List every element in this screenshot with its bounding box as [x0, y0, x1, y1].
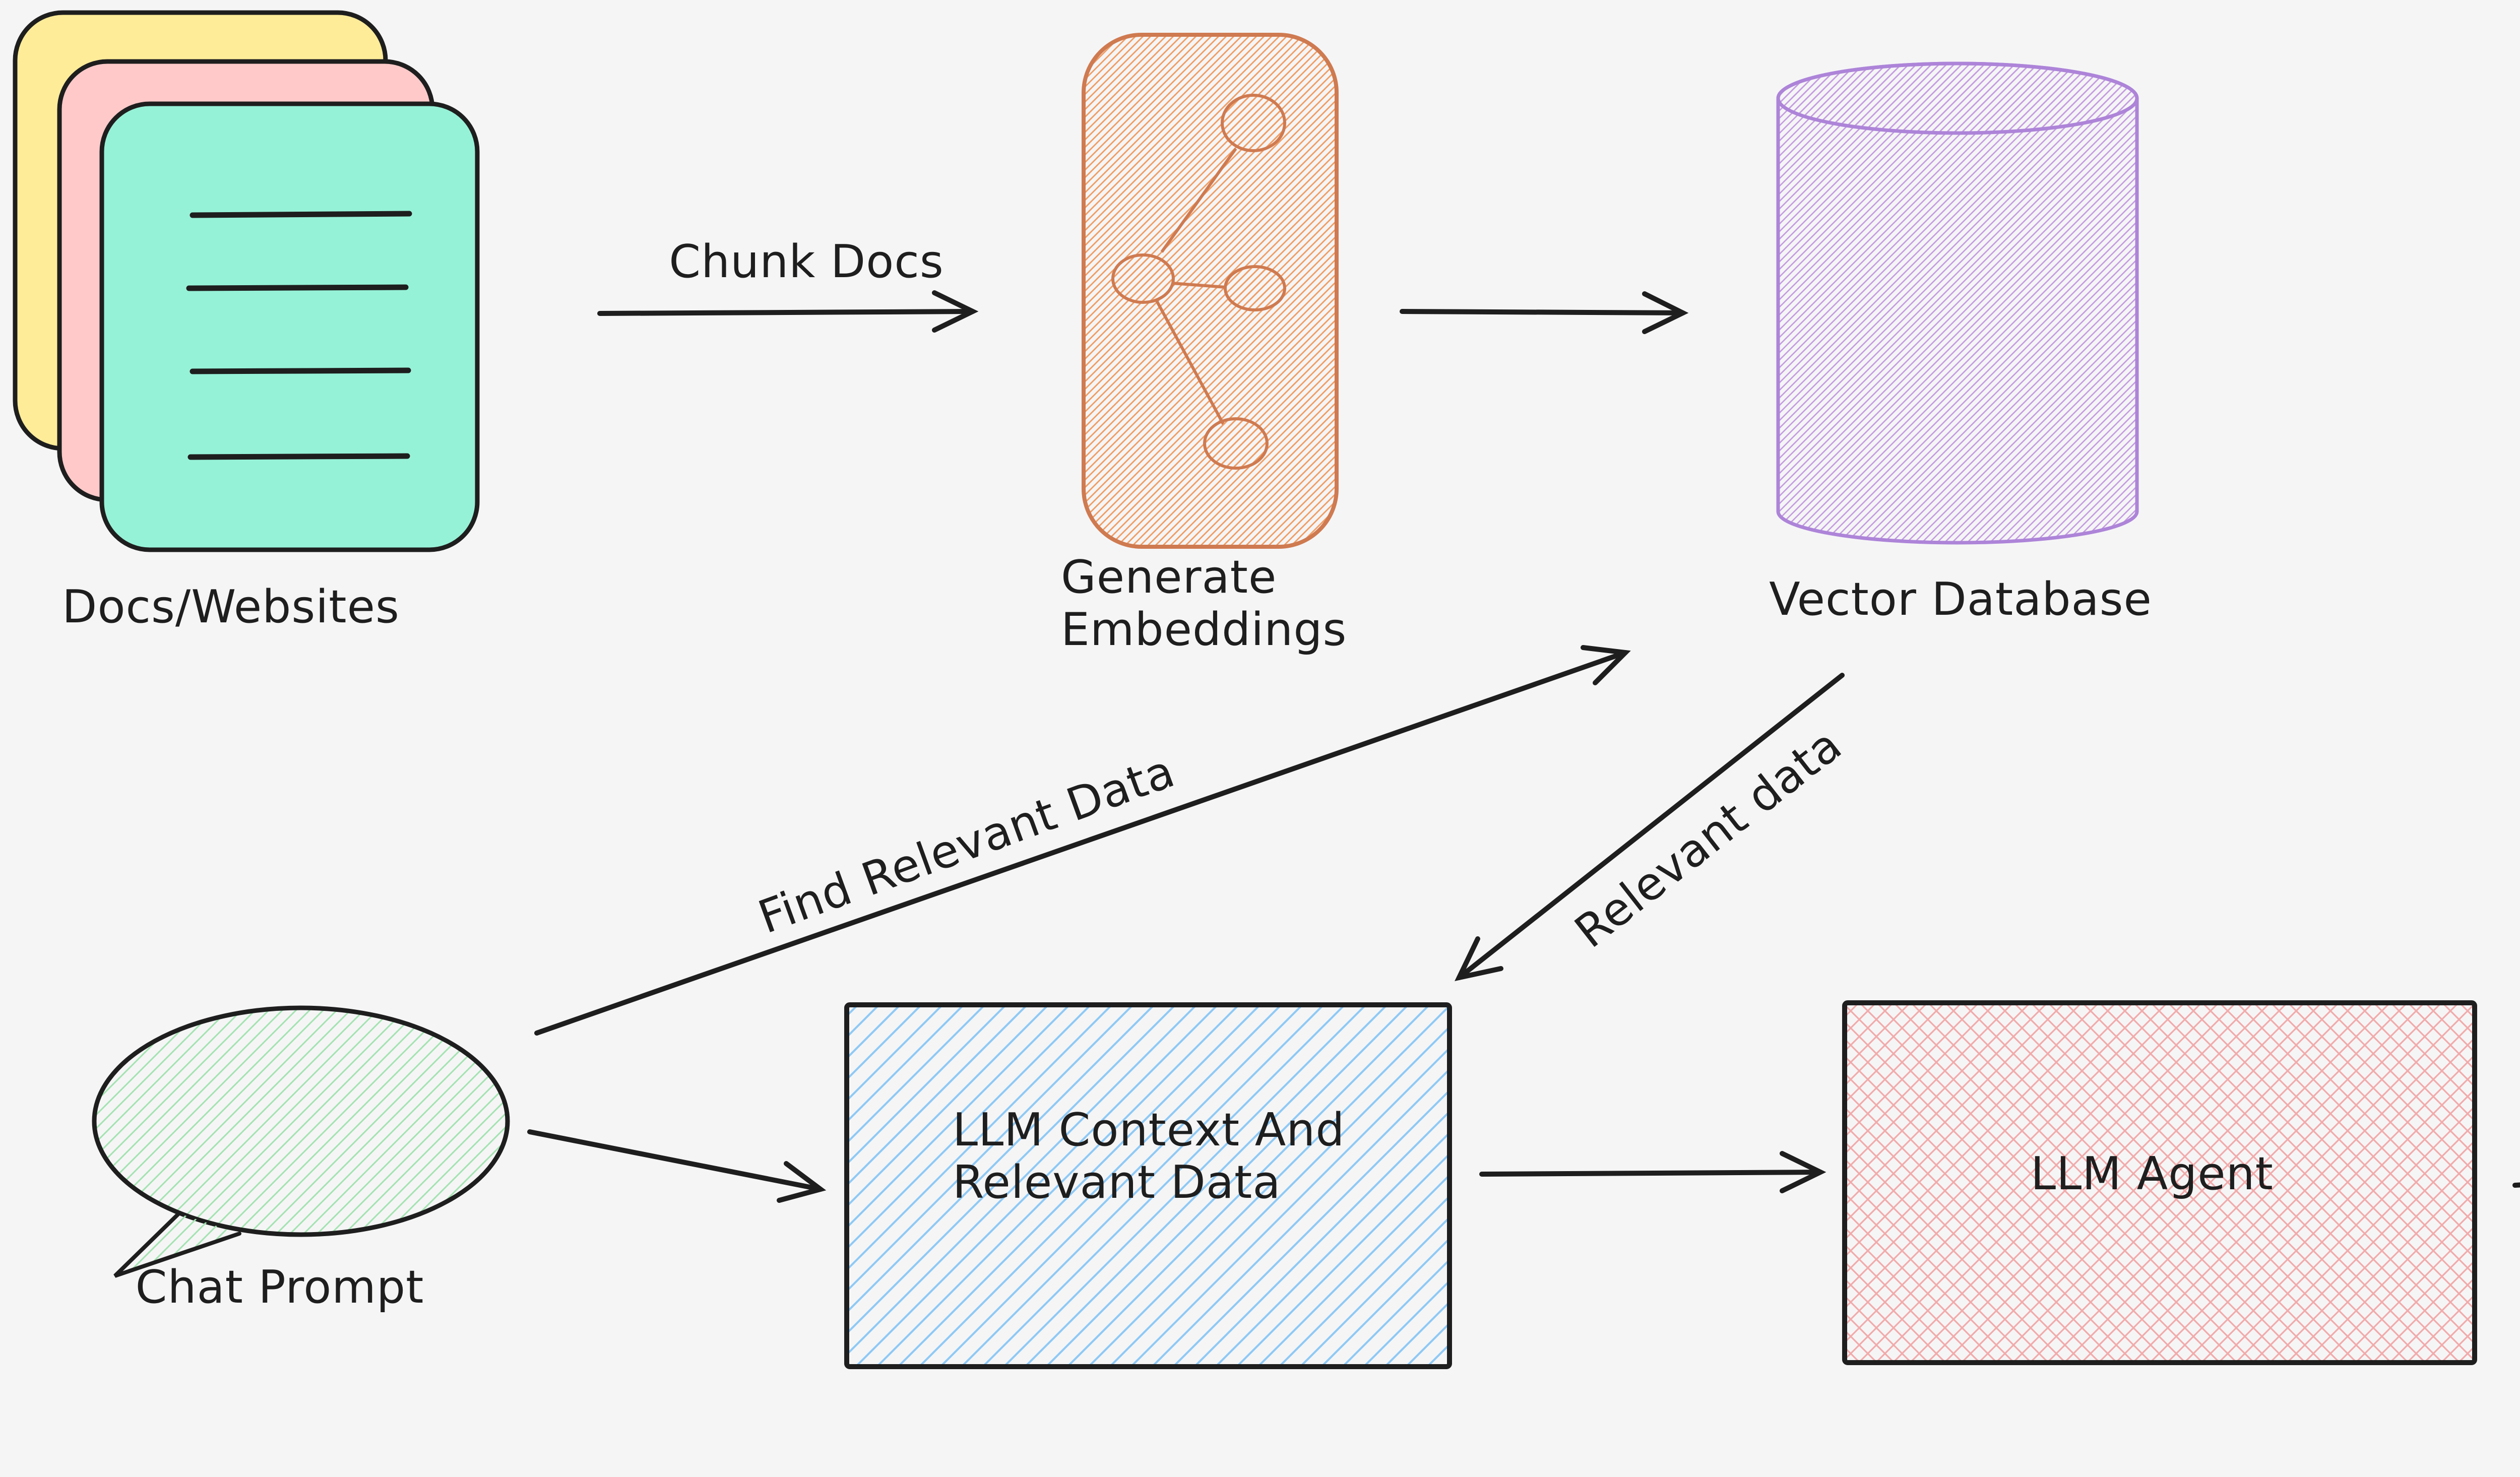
doc-card-front[interactable]: [99, 101, 480, 552]
llm-context-box[interactable]: [844, 1002, 1452, 1369]
embeddings-graph-nodes: [1111, 94, 1286, 470]
embedding-node: [1221, 94, 1286, 152]
docs-stack[interactable]: [13, 10, 480, 552]
arrow-chunk-docs[interactable]: [597, 290, 979, 333]
chat-prompt-label: Chat Prompt: [135, 1261, 424, 1314]
chat-bubble-tail-fill: [115, 1213, 239, 1276]
embedding-node: [1111, 253, 1175, 304]
arrow-relevant-back[interactable]: [1455, 673, 1845, 982]
vector-db-body[interactable]: [1776, 61, 2139, 545]
vector-db-label: Vector Database: [1769, 573, 2152, 626]
embeddings-label-line2: Embeddings: [1061, 603, 1347, 656]
chat-bubble-body[interactable]: [92, 1005, 510, 1237]
chunk-docs-label: Chunk Docs: [669, 235, 944, 288]
embeddings-graph-edges: [1155, 148, 1237, 426]
embedding-node: [1203, 417, 1269, 470]
llm-context-label-line2: Relevant Data: [953, 1156, 1281, 1209]
chat-bubble-tail: [113, 1211, 241, 1278]
llm-agent-label: LLM Agent: [2031, 1147, 2274, 1200]
llm-context-label: LLM Context And Relevant Data: [953, 1104, 1345, 1209]
embeddings-label: Generate Embeddings: [1061, 551, 1347, 656]
arrow-embeddings-to-db[interactable]: [1400, 291, 1689, 334]
chat-bubble[interactable]: [92, 1005, 510, 1278]
embeddings-box[interactable]: [1082, 33, 1339, 549]
arrow-context-to-agent[interactable]: [1479, 1151, 1826, 1193]
doc-text-lines: [186, 211, 412, 460]
embeddings-frame[interactable]: [1082, 33, 1339, 549]
llm-agent-box[interactable]: [1842, 1000, 2477, 1365]
embeddings-label-line1: Generate: [1061, 551, 1277, 604]
llm-context-label-line1: LLM Context And: [953, 1104, 1345, 1157]
vector-db-top-rim: [1776, 61, 2139, 135]
arrow-prompt-to-context[interactable]: [527, 1129, 827, 1203]
arrow-find-relevant[interactable]: [534, 645, 1631, 1036]
vector-db-cylinder[interactable]: [1776, 61, 2139, 545]
docs-label: Docs/Websites: [62, 581, 400, 633]
embedding-node: [1224, 265, 1286, 311]
